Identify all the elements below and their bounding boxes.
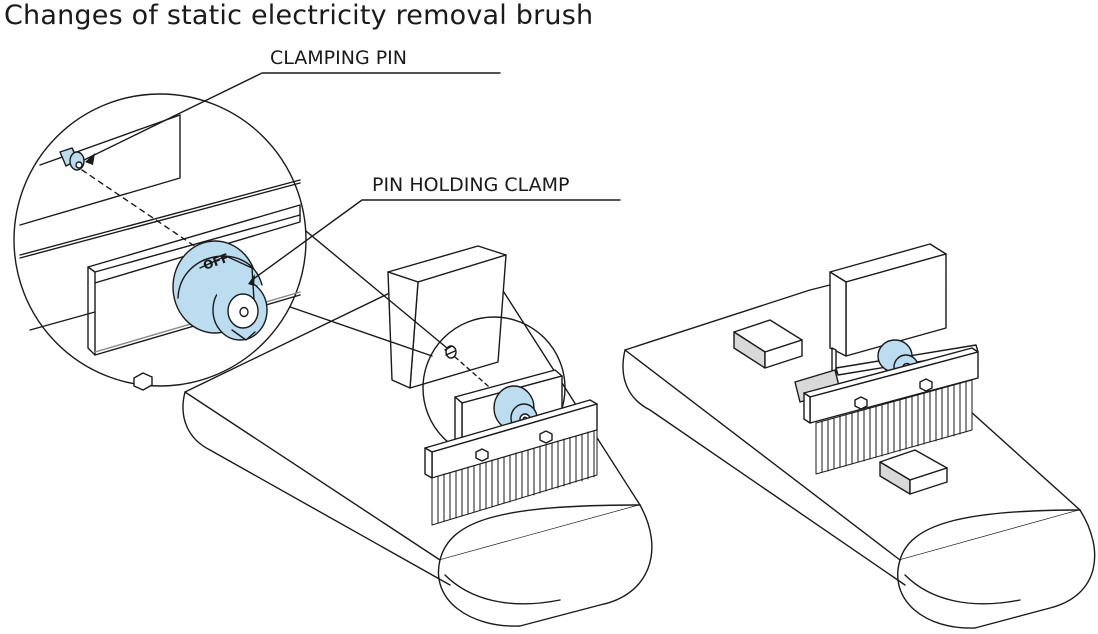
- right-bristles: [815, 379, 973, 475]
- detail-circle-large: [13, 93, 307, 391]
- figure-title: Changes of static electricity removal br…: [4, 0, 594, 31]
- right-mounting-plate: [829, 243, 947, 386]
- right-workpiece-front: [879, 449, 948, 495]
- bolt-icon: [854, 396, 868, 410]
- clamping-pin-large: [59, 147, 85, 171]
- arrow-head-icon: [248, 274, 255, 286]
- left-bristles: [431, 429, 598, 526]
- bolt-icon: [133, 372, 153, 391]
- bolt-icon: [539, 430, 553, 444]
- clamping-pin-small: [444, 345, 457, 359]
- pin-holding-clamp-label: PIN HOLDING CLAMP: [372, 174, 570, 196]
- bolt-icon: [919, 378, 933, 392]
- bolt-icon: [475, 448, 489, 462]
- clamping-pin-label: CLAMPING PIN: [270, 47, 407, 69]
- pin-holding-clamp-large: OFF: [172, 240, 268, 341]
- pin-guide-line: [454, 356, 505, 401]
- callout-leader-bottom: [269, 299, 433, 357]
- clamping-pin-leader: [83, 72, 501, 161]
- right-brush-bar: [803, 347, 979, 424]
- arrow-head-icon: [85, 153, 95, 165]
- left-mounting-plate: [387, 245, 507, 389]
- left-brush-bar: [424, 399, 598, 479]
- right-workpiece-back: [733, 319, 803, 369]
- pin-holding-clamp-leader: [251, 199, 621, 281]
